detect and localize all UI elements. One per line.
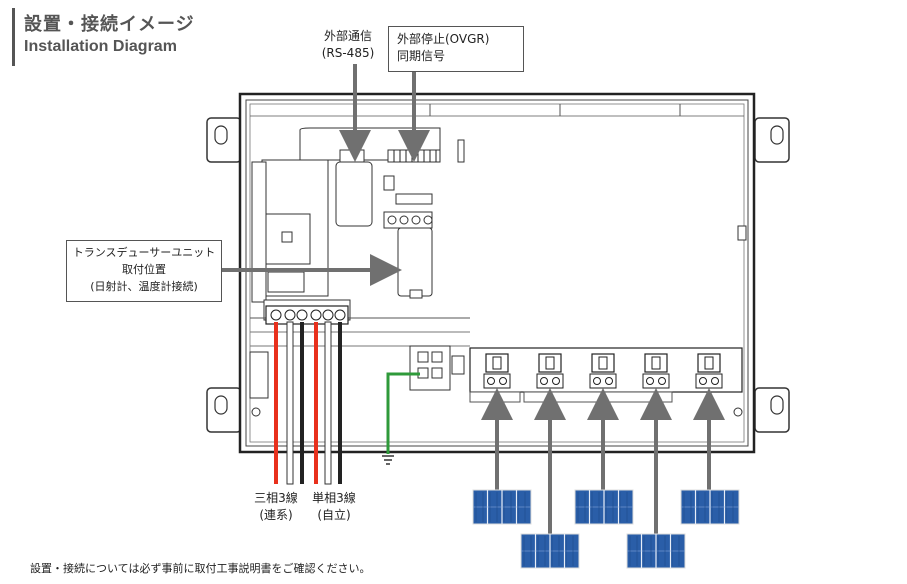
external-stop-line2: 同期信号 <box>397 49 446 63</box>
dc-switch-3 <box>589 353 617 406</box>
external-stop-line1: 外部停止(OVGR) <box>397 32 490 46</box>
transducer-line1: トランスデューサーユニット <box>72 246 216 259</box>
single-phase-line2: (自立) <box>317 508 351 522</box>
page-title: 設置・接続イメージ <box>24 14 195 35</box>
solar-panel-3 <box>574 489 634 525</box>
mounting-bracket-bottom-left <box>206 387 242 433</box>
solar-panel-1 <box>472 489 532 525</box>
transducer-line2: 取付位置 <box>122 263 166 276</box>
mounting-bracket-top-right <box>754 117 790 163</box>
mounting-bracket-top-left <box>206 117 242 163</box>
three-phase-label: 三相3線 (連系) <box>246 490 306 524</box>
solar-panel-5 <box>680 489 740 525</box>
mounting-bracket-bottom-right <box>754 387 790 433</box>
single-phase-label: 単相3線 (自立) <box>304 490 364 524</box>
external-comm-line2: (RS-485) <box>321 46 375 60</box>
three-phase-line2: (連系) <box>259 508 293 522</box>
ac-terminal-block <box>265 305 349 325</box>
dc-switch-2 <box>536 353 564 406</box>
ground-wire <box>382 372 420 465</box>
external-comm-label: 外部通信 (RS-485) <box>312 28 384 62</box>
single-phase-line1: 単相3線 <box>312 491 356 505</box>
external-stop-callout: 外部停止(OVGR) 同期信号 <box>388 26 524 72</box>
external-comm-line1: 外部通信 <box>323 29 372 43</box>
title-accent-bar <box>12 8 15 66</box>
solar-panel-4 <box>626 533 686 569</box>
page-subtitle: Installation Diagram <box>24 38 177 55</box>
transducer-callout: トランスデューサーユニット 取付位置 (日射計、温度計接続) <box>66 240 222 302</box>
dc-switch-1 <box>483 353 511 406</box>
three-phase-line1: 三相3線 <box>254 491 298 505</box>
solar-panel-2 <box>520 533 580 569</box>
transducer-line3: (日射計、温度計接続) <box>90 280 198 293</box>
footnote: 設置・接続については必ず事前に取付工事説明書をご確認ください。 <box>30 562 371 575</box>
ac-output-wires <box>274 321 342 485</box>
